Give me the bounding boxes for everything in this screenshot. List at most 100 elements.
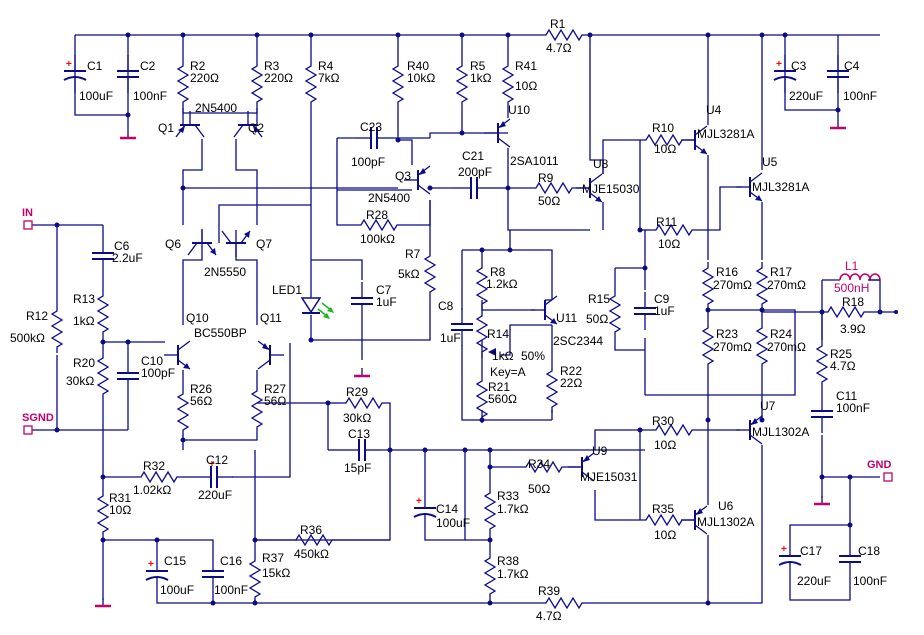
label-r27-value: 56Ω [264,394,286,408]
label-r28-value: 100kΩ [360,232,395,246]
label-r23-value: 270mΩ [713,340,752,354]
label-c9-ref: C9 [654,292,670,306]
label-r31-ref: R31 [109,491,131,505]
label-c7-ref: C7 [376,283,392,297]
resistor-r33 [484,486,496,536]
resistor-r38 [484,551,496,601]
port-in-box [23,220,33,230]
label-r20-ref: R20 [73,356,95,370]
label-r27-ref: R27 [264,382,286,396]
label-r35-value: 10Ω [654,528,676,542]
resistors [51,29,871,609]
label-r14-value: 1kΩ [492,349,514,363]
capacitor-c6 [91,236,115,276]
label-r34-value: 50Ω [528,482,550,496]
label-c14-value: 100uF [436,516,470,530]
label-u7-ref: U7 [760,399,776,413]
label-r25-value: 4.7Ω [830,359,856,373]
label-r28-ref: R28 [366,208,388,222]
label-r1-ref: R1 [550,17,566,31]
label-r29-value: 30kΩ [343,411,371,425]
r14-wiper-arrow [488,348,496,356]
label-r39-ref: R39 [538,584,560,598]
capacitor-c10 [116,356,140,396]
label-c16-ref: C16 [220,554,242,568]
label-q10-part: BC550BP [194,326,247,340]
label-c21-ref: C21 [462,149,484,163]
label-c14-ref: C14 [436,502,458,516]
label-c8-value: 1uF [440,331,461,345]
capacitor-c11 [810,394,834,434]
label-r5-value: 1kΩ [470,71,492,85]
resistor-r24 [756,321,768,371]
label-l1-value: 500nH [834,281,869,295]
label-q6-ref: Q6 [165,237,181,251]
label-c12-value: 220uF [198,488,232,502]
label-r2-value: 220Ω [190,71,219,85]
resistor-r17 [756,261,768,311]
label-r25-ref: R25 [830,347,852,361]
label-c6-ref: C6 [114,239,130,253]
label-r18-value: 3.9Ω [840,322,866,336]
capacitor-c9 [633,291,657,331]
label-r7-ref: R7 [405,247,421,261]
resistor-r4 [305,59,317,109]
resistor-r31 [97,489,109,539]
label-r35-ref: R35 [652,502,674,516]
label-u11-part: 2SC2344 [553,334,603,348]
resistor-r23 [702,321,714,371]
label-r23-ref: R23 [716,327,738,341]
label-r37-value: 15kΩ [262,566,290,580]
label-r34-ref: R34 [528,457,550,471]
label-r31-value: 10Ω [109,503,131,517]
label-r40-value: 10kΩ [407,71,435,85]
led-symbol [300,260,334,319]
label-r33-value: 1.7kΩ [497,502,529,516]
label-r24-value: 270mΩ [767,340,806,354]
resistor-r29 [339,397,389,409]
capacitor-c14 [413,491,437,531]
label-l1-ref: L1 [845,259,859,273]
label-r24-ref: R24 [770,327,792,341]
label-r4-value: 7kΩ [318,71,340,85]
label-r30-value: 10Ω [654,438,676,452]
capacitors: + [63,54,862,594]
label-u10-part: 2SA1011 [510,154,559,168]
label-c2-ref: C2 [140,59,156,73]
label-r29-ref: R29 [346,385,368,399]
resistor-r16 [702,261,714,311]
resistor-r27 [251,384,263,434]
ground-c11 [812,494,832,506]
resistor-r12 [51,304,63,354]
label-r2-ref: R2 [190,59,206,73]
label-r16-value: 270mΩ [713,278,752,292]
label-c10-ref: C10 [141,354,163,368]
label-u7-part: MJL1302A [752,425,809,439]
label-u8-part: MJE15030 [582,182,640,196]
label-c18-value: 100nF [853,574,887,588]
label-r30-ref: R30 [652,414,674,428]
resistor-r32 [134,471,184,483]
label-r21-value: 560Ω [488,392,517,406]
resistor-r2 [177,59,189,109]
label-r12-value: 500kΩ [10,331,45,345]
label-r17-ref: R17 [770,265,792,279]
label-c13-ref: C13 [348,427,370,441]
label-r8-value: 1.2kΩ [486,277,518,291]
label-c13-value: 15pF [344,461,371,475]
label-r41-ref: R41 [515,59,537,73]
label-q3-ref: Q3 [395,169,411,183]
port-in-label: IN [22,207,33,219]
label-r15-ref: R15 [588,292,610,306]
resistor-r5 [456,59,468,109]
label-u8-ref: U8 [593,157,609,171]
label-c15-ref: C15 [164,554,186,568]
label-c23-value: 100pF [351,155,385,169]
label-u9-ref: U9 [592,444,608,458]
inductor-l1 [839,273,881,281]
output-node [894,310,898,314]
label-r7-value: 5kΩ [398,267,420,281]
ground-c1c2 [118,128,138,140]
resistor-r26 [177,387,189,437]
